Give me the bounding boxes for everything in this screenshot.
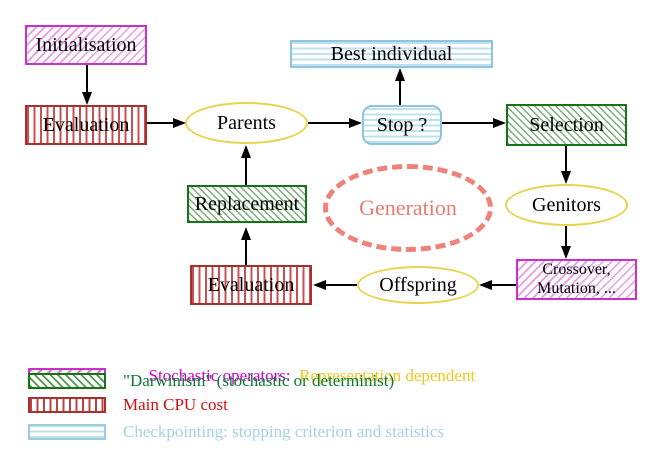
legend-label-darwinism: "Darwinism" (stochastic or determinist): [123, 371, 395, 390]
node-evaluation-bottom: Evaluation: [190, 265, 312, 305]
arrow-init-to-evaluation-line: [86, 65, 88, 93]
legend-swatch-cyan-stripes: [28, 424, 106, 440]
arrow-evaluation-to-parents-line: [147, 122, 174, 124]
node-crossover-mutation: Crossover, Mutation, ...: [516, 259, 637, 300]
legend-label-representation: Representation dependent: [290, 366, 476, 385]
arrow-evaluation-to-replacement-head-icon: [241, 227, 251, 240]
node-best-individual: Best individual: [290, 40, 493, 68]
legend-label-cpu-cost: Main CPU cost: [123, 395, 228, 414]
arrow-selection-to-genitors-head-icon: [561, 171, 571, 184]
node-stop: Stop ?: [362, 105, 442, 145]
arrow-crossover-to-offspring-line: [491, 284, 516, 286]
node-parents: Parents: [185, 102, 308, 144]
arrow-crossover-to-offspring-head-icon: [479, 280, 492, 290]
arrow-genitors-to-crossover-head-icon: [561, 246, 571, 259]
arrow-genitors-to-crossover-line: [565, 226, 567, 247]
arrow-offspring-to-evaluation-line: [325, 284, 357, 286]
crossover-line2: Mutation, ...: [537, 279, 616, 297]
arrow-stop-to-selection-line: [442, 122, 494, 124]
arrow-replacement-to-parents-head-icon: [241, 145, 251, 158]
crossover-line1: Crossover,: [542, 260, 611, 278]
legend-row-stochastic: Stochastic operators: Representation dep…: [28, 346, 475, 406]
legend-label-stochastic: Stochastic operators:: [148, 366, 291, 385]
node-selection: Selection: [506, 104, 627, 146]
node-genitors: Genitors: [505, 184, 628, 226]
legend-row-darwinism: "Darwinism" (stochastic or determinist): [28, 371, 394, 391]
node-evaluation-top: Evaluation: [25, 105, 147, 145]
arrow-evaluation-to-parents-head-icon: [173, 118, 186, 128]
node-offspring: Offspring: [357, 266, 479, 304]
legend-row-cpu-cost: Main CPU cost: [28, 395, 228, 415]
arrow-init-to-evaluation-head-icon: [82, 92, 92, 105]
node-initialisation: Initialisation: [25, 25, 147, 65]
arrow-offspring-to-evaluation-head-icon: [313, 280, 326, 290]
node-replacement: Replacement: [187, 185, 307, 223]
arrow-parents-to-stop-head-icon: [349, 118, 362, 128]
node-generation: Generation: [323, 164, 493, 252]
arrow-selection-to-genitors-line: [565, 146, 567, 172]
arrow-stop-to-best-line: [399, 80, 401, 105]
legend-label-checkpointing: Checkpointing: stopping criterion and st…: [123, 422, 445, 441]
legend-swatch-red-stripes: [28, 397, 106, 413]
arrow-parents-to-stop-line: [308, 122, 350, 124]
arrow-evaluation-to-replacement-line: [245, 239, 247, 265]
arrow-replacement-to-parents-line: [245, 157, 247, 185]
arrow-stop-to-best-head-icon: [395, 68, 405, 81]
legend-swatch-green-hatch: [28, 373, 106, 389]
arrow-stop-to-selection-head-icon: [493, 118, 506, 128]
legend-row-checkpointing: Checkpointing: stopping criterion and st…: [28, 422, 444, 442]
